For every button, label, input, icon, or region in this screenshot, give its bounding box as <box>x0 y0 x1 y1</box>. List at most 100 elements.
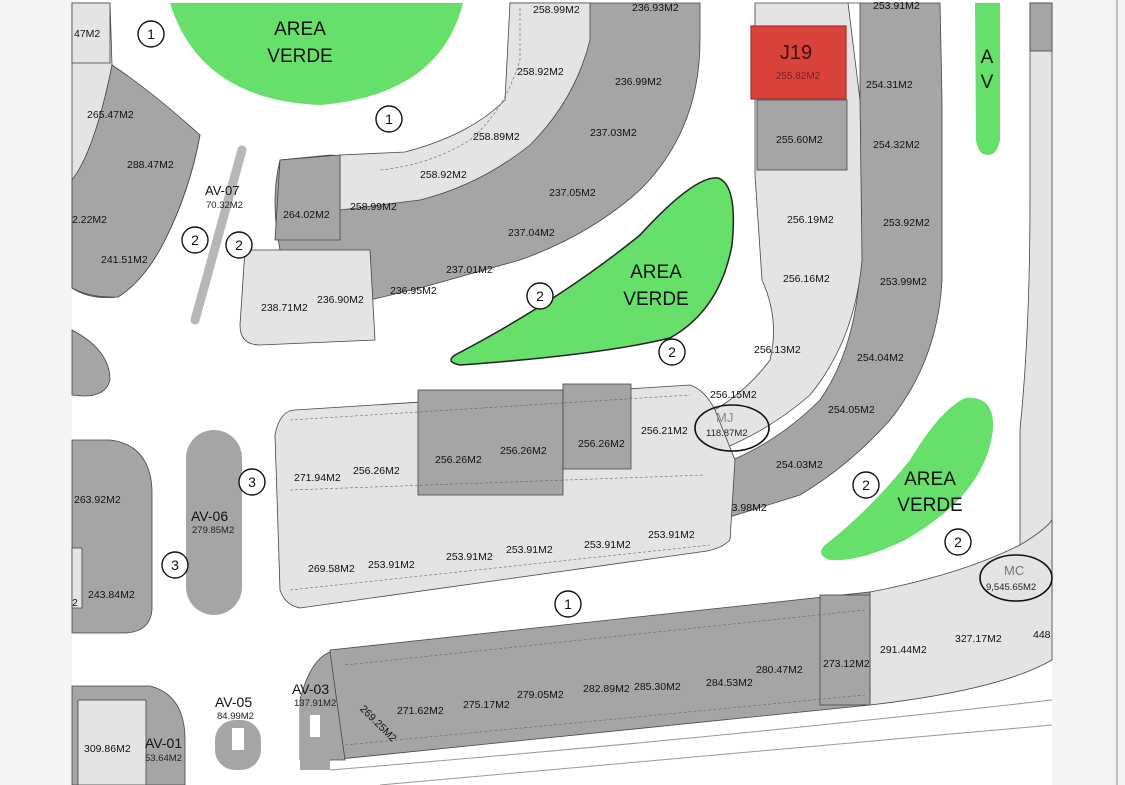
arc-block-inner-light <box>339 2 591 211</box>
lot-label: 256.15M2 <box>710 389 757 401</box>
lot-label: 236.99M2 <box>615 76 662 88</box>
lot-label: 254.03M2 <box>776 459 823 471</box>
av-01-area: 53.64M2 <box>145 753 182 764</box>
lot-label: 253.91M2 <box>584 539 631 551</box>
lot-label: 254.05M2 <box>828 404 875 416</box>
av-06-area: 279.85M2 <box>192 525 234 536</box>
bottom-row-dashed <box>344 609 866 746</box>
av-03-inner <box>310 715 320 737</box>
left-page-border <box>0 0 72 785</box>
lot-label: 253.91M2 <box>446 551 493 563</box>
lot-label: 271.94M2 <box>294 472 341 484</box>
road-marker: 2 <box>181 226 209 254</box>
lot-label: 256.26M2 <box>435 454 482 466</box>
av-07-strip <box>190 145 247 325</box>
highlighted-lot-j19[interactable] <box>750 25 847 100</box>
lot-label: 256.26M2 <box>578 438 625 450</box>
green-area-lower-right <box>821 397 994 561</box>
green-area-top-left-label-1: AREA <box>274 19 326 40</box>
mj-name: MJ <box>716 410 733 425</box>
svg-text:1: 1 <box>385 111 393 127</box>
road-marker: 1 <box>137 20 165 48</box>
lot-label: 238.71M2 <box>261 302 308 314</box>
mc-area: 9,545.65M2 <box>986 582 1036 593</box>
svg-text:3: 3 <box>248 474 256 490</box>
svg-text:2: 2 <box>954 534 962 550</box>
lot-label: 236.95M2 <box>390 285 437 297</box>
lot-label: 282.89M2 <box>583 683 630 695</box>
svg-text:1: 1 <box>564 596 572 612</box>
lot-label: 253.91M2 <box>506 544 553 556</box>
lot-label: 288.47M2 <box>127 159 174 171</box>
lot-label: 269.58M2 <box>308 563 355 575</box>
lot-label: 256.19M2 <box>787 214 834 226</box>
arc-block-lower-light <box>239 249 376 346</box>
lot-label: 253.99M2 <box>880 276 927 288</box>
road-marker: 1 <box>554 590 582 618</box>
av-05-area: 84.99M2 <box>217 711 254 722</box>
svg-text:2: 2 <box>668 344 676 360</box>
lot-label: 253.91M2 <box>368 559 415 571</box>
av-01-name: AV-01 <box>145 735 182 751</box>
lot-label: 237.01M2 <box>446 264 493 276</box>
lot-label: 256.16M2 <box>783 273 830 285</box>
lot-label: 258.92M2 <box>420 169 467 181</box>
lot-label: 284.53M2 <box>706 677 753 689</box>
road-marker: 3 <box>161 551 189 579</box>
mc-name: MC <box>1004 563 1024 578</box>
lot-label: 47M2 <box>74 28 100 40</box>
lot-label: 2.22M2 <box>72 214 107 226</box>
svg-text:2: 2 <box>536 288 544 304</box>
lot-label: 253.91M2 <box>648 529 695 541</box>
lot-label: 254.04M2 <box>857 352 904 364</box>
svg-text:1: 1 <box>147 26 155 42</box>
road-marker: 2 <box>944 528 972 556</box>
av-06-strip <box>186 430 242 615</box>
right-edge-dark <box>1029 2 1053 52</box>
green-area-center-label-2: VERDE <box>623 289 688 310</box>
green-area-center-label-1: AREA <box>630 262 682 283</box>
left-block-top-curve <box>71 329 111 397</box>
middle-inner-dashed <box>289 394 711 591</box>
road-marker: 1 <box>375 105 403 133</box>
bottom-left-lot <box>77 699 147 785</box>
green-area-right-strip-label-1: A <box>981 47 994 68</box>
av-07-area: 70.32M2 <box>206 200 243 211</box>
road-marker: 2 <box>225 231 253 259</box>
lot-label: 273.12M2 <box>823 658 870 670</box>
lot-label: 243.84M2 <box>88 589 135 601</box>
lot-label: 253.91M2 <box>873 0 920 12</box>
green-area-right-strip-label-2: V <box>981 72 994 93</box>
road-marker: 2 <box>658 338 686 366</box>
right-column-dark-lot <box>756 99 848 171</box>
lot-label: 258.99M2 <box>350 201 397 213</box>
mj-area: 118.87M2 <box>706 428 748 439</box>
lot-label: 258.99M2 <box>533 4 580 16</box>
av-06-name: AV-06 <box>191 508 228 524</box>
lot-label: 237.05M2 <box>549 187 596 199</box>
arc-inner-dashed <box>379 8 521 171</box>
road-marker: 2 <box>526 282 554 310</box>
av-07-name: AV-07 <box>205 183 239 198</box>
green-area-top-left-label-2: VERDE <box>267 46 332 67</box>
lot-label: 279.05M2 <box>517 689 564 701</box>
block-top-left-dark <box>71 64 201 298</box>
green-area-center <box>450 177 735 366</box>
lot-label: 237.03M2 <box>590 127 637 139</box>
lot-label: 280.47M2 <box>756 664 803 676</box>
svg-text:3: 3 <box>171 557 179 573</box>
arc-block-dark-corner <box>274 154 341 241</box>
special-area-mj[interactable] <box>694 404 770 452</box>
lot-label: 253.92M2 <box>883 217 930 229</box>
lot-label: 265.47M2 <box>87 109 134 121</box>
lot-label: 236.90M2 <box>317 294 364 306</box>
special-area-mc[interactable] <box>979 554 1053 602</box>
green-area-lower-right-label-2: VERDE <box>897 495 962 516</box>
lot-label: 291.44M2 <box>880 644 927 656</box>
lot-label: 254.31M2 <box>866 79 913 91</box>
lot-label: 309.86M2 <box>84 743 131 755</box>
av-03-area: 137.91M2 <box>294 698 336 709</box>
lot-label: 2 <box>72 597 78 609</box>
lot-label: 448 <box>1033 629 1051 641</box>
lot-label: 256.21M2 <box>641 425 688 437</box>
